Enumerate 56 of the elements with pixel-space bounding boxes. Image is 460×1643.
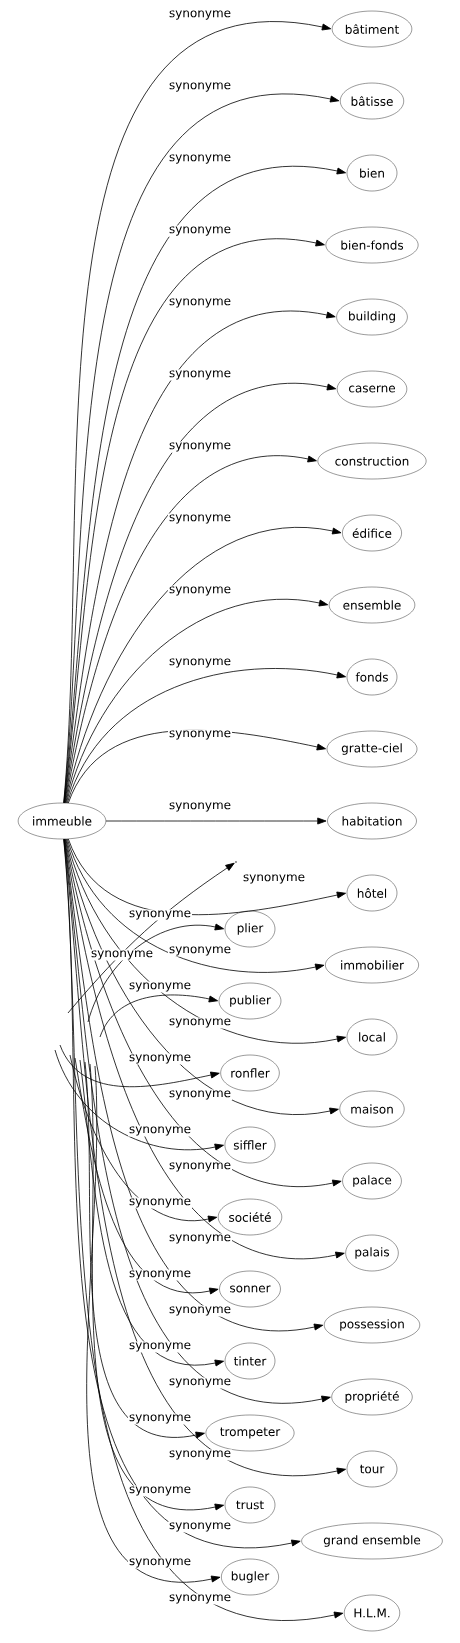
edge-label: synonyme	[169, 1594, 231, 1604]
edge-label: synonyme	[169, 1018, 231, 1028]
edge-label: synonyme	[169, 154, 231, 164]
arrow	[59, 1044, 220, 1087]
edge-label: synonyme	[169, 946, 231, 956]
edge-label: synonyme	[169, 1090, 231, 1100]
arrow	[99, 994, 218, 1038]
edge-label: synonyme	[169, 1162, 231, 1172]
arrow	[65, 526, 342, 804]
edge-label: synonyme	[243, 874, 305, 884]
arrow	[105, 817, 327, 825]
edge-label: synonyme	[169, 586, 231, 596]
edge-label: synonyme	[129, 910, 191, 920]
edge-label: synonyme	[129, 1342, 191, 1352]
edge-label: synonyme	[169, 82, 231, 92]
edge-label: synonyme	[169, 730, 231, 740]
arrow	[63, 838, 344, 1620]
edge-label: synonyme	[169, 802, 231, 812]
edge-label: synonyme	[129, 1126, 191, 1136]
edge-label: synonyme	[169, 298, 231, 308]
edge-label: synonyme	[169, 442, 231, 452]
arrow	[64, 455, 317, 804]
edge-label: synonyme	[129, 1414, 191, 1424]
arrow	[79, 1059, 224, 1367]
edge-label: synonyme	[129, 1558, 191, 1568]
edge-label: synonyme	[169, 370, 231, 380]
arrow	[64, 838, 345, 1260]
edge-label: synonyme	[129, 1054, 191, 1064]
arrow	[54, 1049, 224, 1151]
arrow	[66, 838, 325, 973]
arrow	[87, 923, 224, 1023]
edge-label: synonyme	[129, 982, 191, 992]
edge-label: synonyme	[129, 1486, 191, 1496]
arrow	[86, 1065, 221, 1583]
arrow	[89, 1063, 224, 1511]
arrow	[84, 1061, 205, 1439]
arrow	[66, 668, 346, 804]
arrow	[65, 838, 339, 1115]
edge-label: synonyme	[169, 658, 231, 668]
edge-label: synonyme	[169, 10, 231, 20]
edge-label: synonyme	[169, 1378, 231, 1388]
edge-label: synonyme	[169, 226, 231, 236]
arrow	[69, 1054, 218, 1223]
edge-label: synonyme	[169, 1450, 231, 1460]
edge-label: synonyme	[169, 514, 231, 524]
arrow	[74, 1057, 219, 1295]
edge-label: synonyme	[169, 1234, 231, 1244]
edge-label: synonyme	[129, 1198, 191, 1208]
edge-label: synonyme	[169, 1306, 231, 1316]
arrow	[63, 838, 301, 1548]
arrow	[66, 838, 346, 1044]
arrow	[67, 862, 235, 1014]
arrow	[66, 598, 329, 804]
edge-label: synonyme	[169, 1522, 231, 1532]
edge-label: synonyme	[91, 950, 153, 960]
edge-label: synonyme	[129, 1270, 191, 1280]
